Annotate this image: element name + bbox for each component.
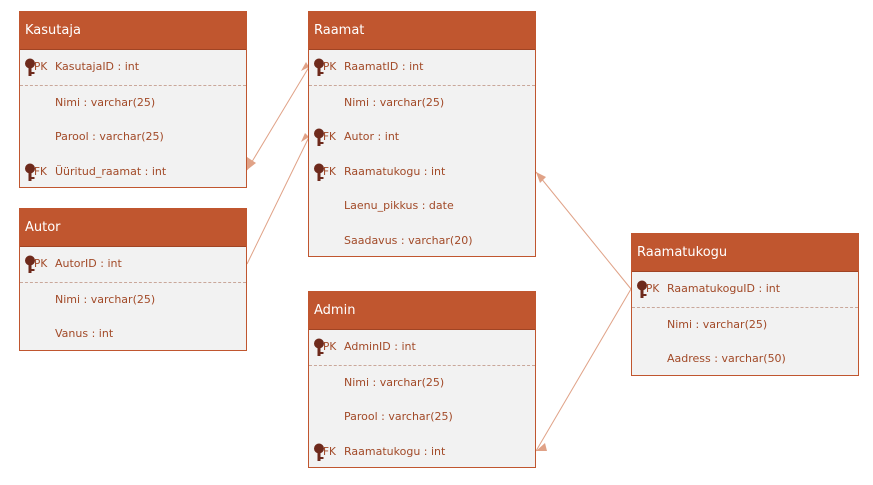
- key-icon: [314, 58, 324, 76]
- key-type: PK: [323, 61, 337, 73]
- entity-title: Kasutaja: [20, 12, 246, 50]
- field-row: Laenu_pikkus : date: [309, 189, 535, 224]
- field-row: FK Üüritud_raamat : int: [20, 155, 246, 190]
- field-name: Parool : varchar(25): [55, 130, 164, 143]
- field-row: PK KasutajaID : int: [20, 50, 246, 86]
- field-name: Nimi : varchar(25): [55, 95, 156, 109]
- field-name: RaamatID : int: [344, 60, 424, 73]
- field-row: FK Raamatukogu : int: [309, 435, 535, 470]
- field-row: Vanus : int: [20, 317, 246, 352]
- field-row: PK AdminID : int: [309, 330, 535, 366]
- key-icon: [314, 443, 324, 461]
- key-icon: [314, 338, 324, 356]
- field-name: Raamatukogu : int: [344, 444, 446, 458]
- relation-raamatukogu-admin: [535, 288, 632, 452]
- key-type: FK: [323, 165, 336, 178]
- field-row: FK Autor : int: [309, 120, 535, 155]
- field-row: Parool : varchar(25): [309, 400, 535, 435]
- key-type: PK: [646, 283, 660, 295]
- entity-raamatukogu[interactable]: Raamatukogu PK RaamatukoguID : int Nimi …: [631, 233, 859, 376]
- entity-title: Raamat: [309, 12, 535, 50]
- field-row: Nimi : varchar(25): [20, 86, 246, 121]
- field-row: PK RaamatID : int: [309, 50, 535, 86]
- field-name: Saadavus : varchar(20): [344, 233, 473, 247]
- relation-autor-raamat: [246, 136, 310, 265]
- field-name: RaamatukoguID : int: [667, 282, 781, 295]
- relation-kasutaja-raamat: [246, 66, 310, 171]
- field-name: AdminID : int: [344, 340, 416, 353]
- entity-kasutaja[interactable]: Kasutaja PK KasutajaID : int Nimi : varc…: [19, 11, 247, 188]
- field-name: Üüritud_raamat : int: [55, 164, 167, 178]
- field-name: KasutajaID : int: [55, 60, 140, 73]
- field-name: Aadress : varchar(50): [667, 352, 786, 365]
- entity-title: Autor: [20, 209, 246, 247]
- field-row: Parool : varchar(25): [20, 120, 246, 155]
- field-name: AutorID : int: [55, 257, 122, 270]
- key-type: FK: [323, 445, 336, 458]
- entity-admin[interactable]: Admin PK AdminID : int Nimi : varchar(25…: [308, 291, 536, 468]
- field-row: Nimi : varchar(25): [632, 308, 858, 343]
- field-name: Nimi : varchar(25): [344, 95, 445, 109]
- relation-raamatukogu-raamat: [535, 171, 632, 290]
- field-name: Parool : varchar(25): [344, 410, 453, 423]
- key-type: FK: [34, 165, 47, 178]
- entity-title: Raamatukogu: [632, 234, 858, 272]
- entity-title: Admin: [309, 292, 535, 330]
- field-name: Nimi : varchar(25): [344, 375, 445, 389]
- arrowhead-admin: [536, 443, 547, 451]
- arrowhead-raamat-from-raamatukogu: [536, 172, 546, 183]
- field-row: Aadress : varchar(50): [632, 342, 858, 377]
- field-name: Autor : int: [344, 130, 400, 143]
- field-row: Saadavus : varchar(20): [309, 224, 535, 259]
- field-name: Vanus : int: [55, 327, 114, 340]
- key-icon: [637, 280, 647, 298]
- field-row: Nimi : varchar(25): [309, 86, 535, 121]
- field-name: Laenu_pikkus : date: [344, 199, 454, 212]
- entity-autor[interactable]: Autor PK AutorID : int Nimi : varchar(25…: [19, 208, 247, 351]
- field-row: Nimi : varchar(25): [309, 366, 535, 401]
- key-type: FK: [323, 131, 336, 143]
- key-type: PK: [323, 341, 337, 353]
- key-icon: [25, 58, 35, 76]
- field-row: PK RaamatukoguID : int: [632, 272, 858, 308]
- key-type: PK: [34, 61, 48, 73]
- field-row: PK AutorID : int: [20, 247, 246, 283]
- field-name: Nimi : varchar(25): [55, 292, 156, 306]
- arrowhead-kasutaja: [247, 157, 256, 170]
- key-icon: [25, 255, 35, 273]
- field-row: FK Raamatukogu : int: [309, 155, 535, 190]
- key-type: PK: [34, 258, 48, 270]
- key-icon: [314, 163, 324, 181]
- key-icon: [25, 163, 35, 181]
- field-name: Nimi : varchar(25): [667, 317, 768, 331]
- entity-raamat[interactable]: Raamat PK RaamatID : int Nimi : varchar(…: [308, 11, 536, 257]
- key-icon: [314, 128, 324, 146]
- field-name: Raamatukogu : int: [344, 164, 446, 178]
- field-row: Nimi : varchar(25): [20, 283, 246, 318]
